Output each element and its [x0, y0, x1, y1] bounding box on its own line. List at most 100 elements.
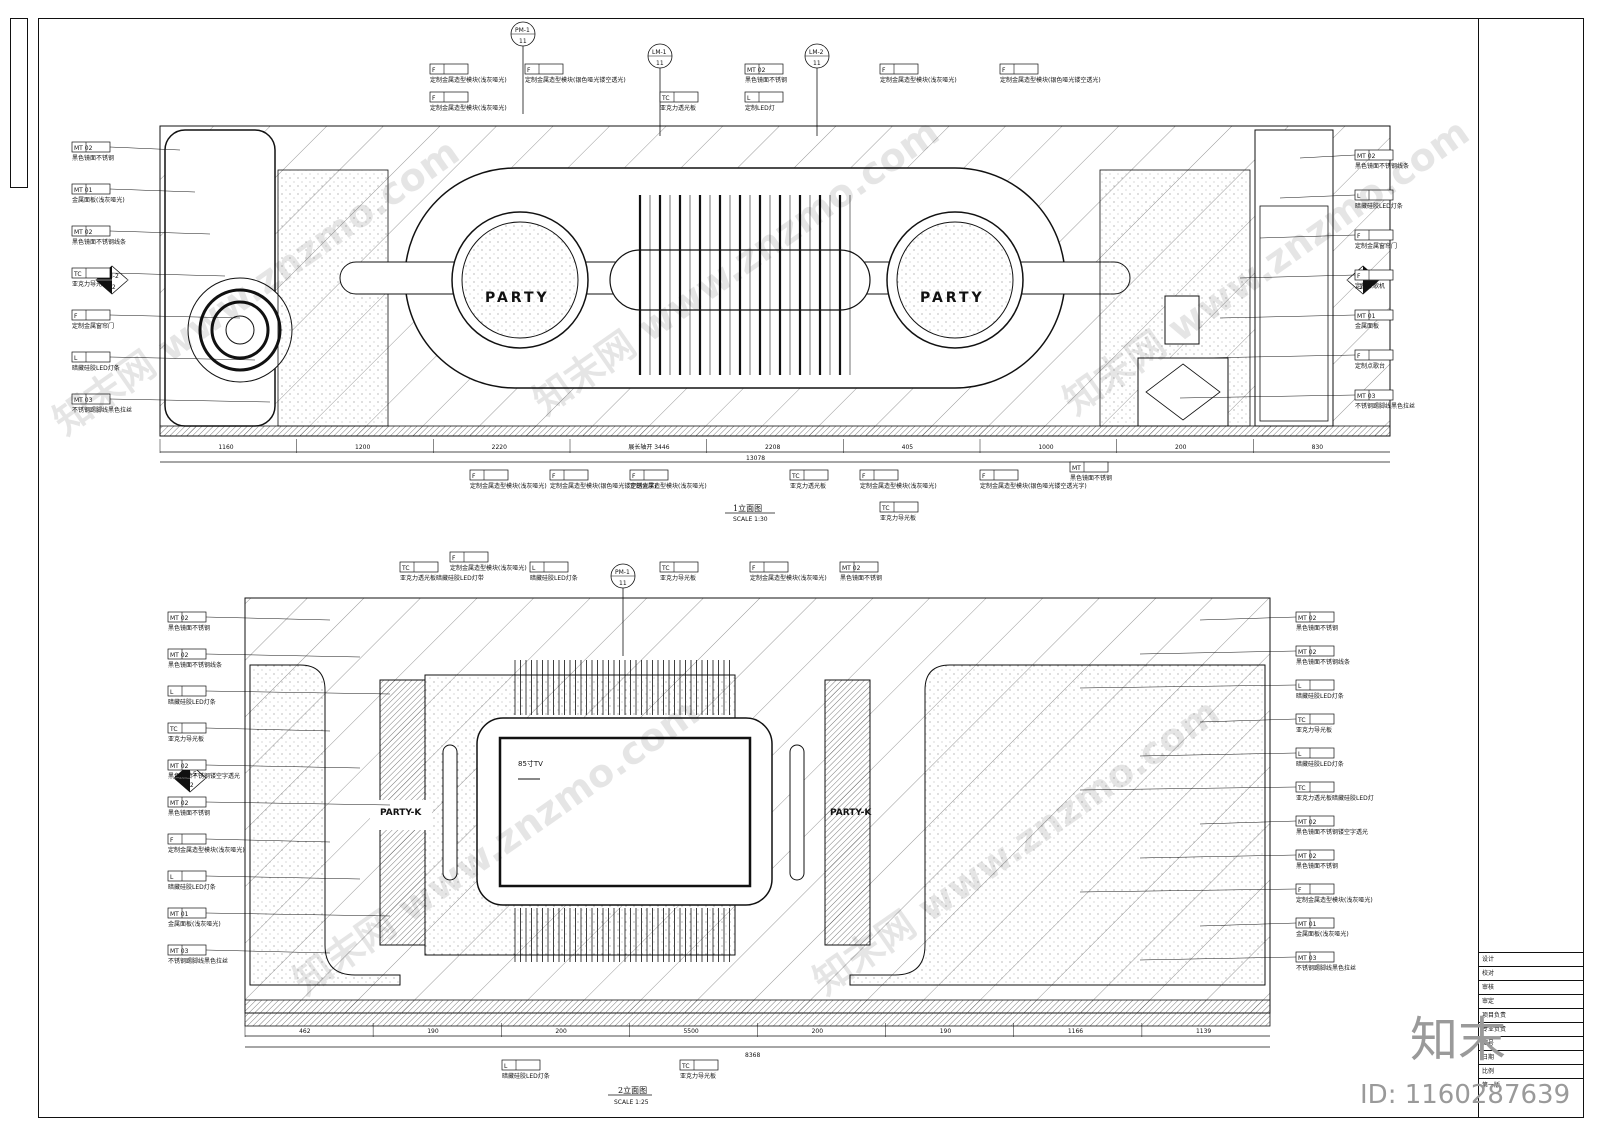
elev1-left-door — [164, 129, 276, 427]
elev1-top-label-code: F — [432, 67, 436, 74]
elev1-dim: 830 — [1312, 444, 1324, 451]
title-block-row: 日期 — [1478, 1050, 1584, 1064]
elev1-left-label-code: MT 02 — [74, 145, 93, 152]
elev2-left-label-text: 黑色镜面不锈钢 — [168, 809, 210, 817]
elev2-left-label-text: 暗藏硅胶LED灯条 — [168, 883, 216, 891]
elev2-top-label-text: 定制金属造型模块(浅灰哑光) — [750, 574, 827, 582]
elev2-bottom-label-code: TC — [681, 1063, 690, 1070]
elev2-dim: 1166 — [1068, 1028, 1083, 1035]
elev1-bottom-label-code: F — [982, 473, 986, 480]
elev2-dim: 190 — [427, 1028, 439, 1035]
elev1-dim: 2208 — [765, 444, 780, 451]
title-block-row: 第一版 — [1478, 1078, 1584, 1092]
elev1-top-label-text: 定制金属造型模块(银色哑光镂空透光) — [1000, 76, 1101, 84]
elev2-bottom-label-code: L — [504, 1063, 508, 1070]
elev1-party-right: PARTY — [920, 290, 985, 306]
elev1-top-label-code: F — [882, 67, 886, 74]
elev2-bottom-label-text: 暗藏硅胶LED灯条 — [502, 1072, 550, 1080]
elev1-section-mark-num: 11 — [813, 60, 821, 67]
elev1-bottom-label-text: 定制金属造型模块(浅灰哑光) — [860, 482, 937, 490]
revision-strip — [10, 18, 28, 188]
elev1-song-machine — [1164, 295, 1200, 345]
elev1-bottom-label-5: TC 亚克力导光板 — [879, 501, 919, 522]
elev2-left-label-text: 金属面板(浅灰哑光) — [168, 920, 221, 928]
elev1-section-mark-id: PM-2 — [104, 273, 119, 280]
elev2-left-label-code: F — [170, 837, 174, 844]
title-block-row: 比例 — [1478, 1064, 1584, 1078]
elev1-total-dim: 13078 — [746, 455, 765, 462]
elev1-bottom-label-text: 黑色镜面不锈钢 — [1070, 474, 1112, 482]
elev2-left-label-code: MT 02 — [170, 800, 189, 807]
elev2-bottom-label-1: TC 亚克力导光板 — [679, 1059, 719, 1080]
title-block-row: 专业负责 — [1478, 1022, 1584, 1036]
elev2-bottom-label-text: 亚克力导光板 — [680, 1072, 716, 1080]
elev2-party-right: PARTY-K — [830, 808, 872, 818]
elev1-left-label-text: 亚克力导光板 — [72, 280, 108, 288]
title-block-row: 校对 — [1478, 966, 1584, 980]
elev2-top-label-text: 黑色镜面不锈钢 — [840, 574, 882, 582]
title-block-row: 设计 — [1478, 952, 1584, 966]
title-block-row: 图号 — [1478, 1036, 1584, 1050]
elev2-dim: 1139 — [1196, 1028, 1211, 1035]
elev1-left-label-code: MT 02 — [74, 229, 93, 236]
title-block-row: 项目负责 — [1478, 1008, 1584, 1022]
elev1-top-label-text: 黑色镜面不锈钢 — [745, 76, 787, 84]
elev1-top-label-code: F — [527, 67, 531, 74]
elev2-left-label-code: TC — [169, 726, 178, 733]
elev1-section-mark-0: PM-111 — [510, 21, 536, 114]
elev2-right-label-text: 暗藏硅胶LED灯条 — [1296, 692, 1344, 700]
elev1-left-label-code: L — [74, 355, 78, 362]
elev2-top-label-text: 亚克力透光板暗藏硅胶LED灯带 — [400, 574, 484, 582]
elev2-dim: 190 — [940, 1028, 952, 1035]
elev1-dim: 1000 — [1038, 444, 1053, 451]
elev1-center-slats — [609, 195, 871, 375]
elev1-right-label-code: F — [1357, 353, 1361, 360]
elev2-bottom-label-0: L 暗藏硅胶LED灯条 — [501, 1059, 550, 1080]
elev1-bottom-label-text: 亚克力导光板 — [880, 514, 916, 522]
elev2-left-label-text: 黑色镜面不锈钢 — [168, 624, 210, 632]
elev2-right-label-text: 金属面板(浅灰哑光) — [1296, 930, 1349, 938]
elev1-bottom-label-code: TC — [881, 505, 890, 512]
elev1-top-label-text: 定制金属造型模块(浅灰哑光) — [880, 76, 957, 84]
elev2-section-mark-num: 12 — [186, 782, 194, 789]
title-block — [1478, 18, 1584, 1118]
elev2-left-label-code: L — [170, 689, 174, 696]
elev2-left-label-text: 暗藏硅胶LED灯条 — [168, 698, 216, 706]
elev2-right-label-code: MT 02 — [1298, 853, 1317, 860]
elev2-right-label-text: 黑色镜面不锈钢 — [1296, 624, 1338, 632]
title-block-row: 审定 — [1478, 994, 1584, 1008]
elev2-section-mark-id: PM-5 — [182, 771, 197, 778]
elev2-right-label-text: 黑色镜面不锈钢线条 — [1296, 658, 1350, 666]
elev1-top-label-6: F 定制金属造型模块(浅灰哑光) — [879, 63, 957, 84]
elev1-section-mark-2: LM-211 — [804, 43, 830, 136]
elev2-top-label-text: 暗藏硅胶LED灯条 — [530, 574, 578, 582]
elev1-dim: 405 — [902, 444, 914, 451]
elev2-left-label-text: 黑色镜面不锈钢线条 — [168, 661, 222, 669]
elev2-left-label-2: L 暗藏硅胶LED灯条 — [167, 685, 391, 706]
elev1-top-label-code: F — [1002, 67, 1006, 74]
